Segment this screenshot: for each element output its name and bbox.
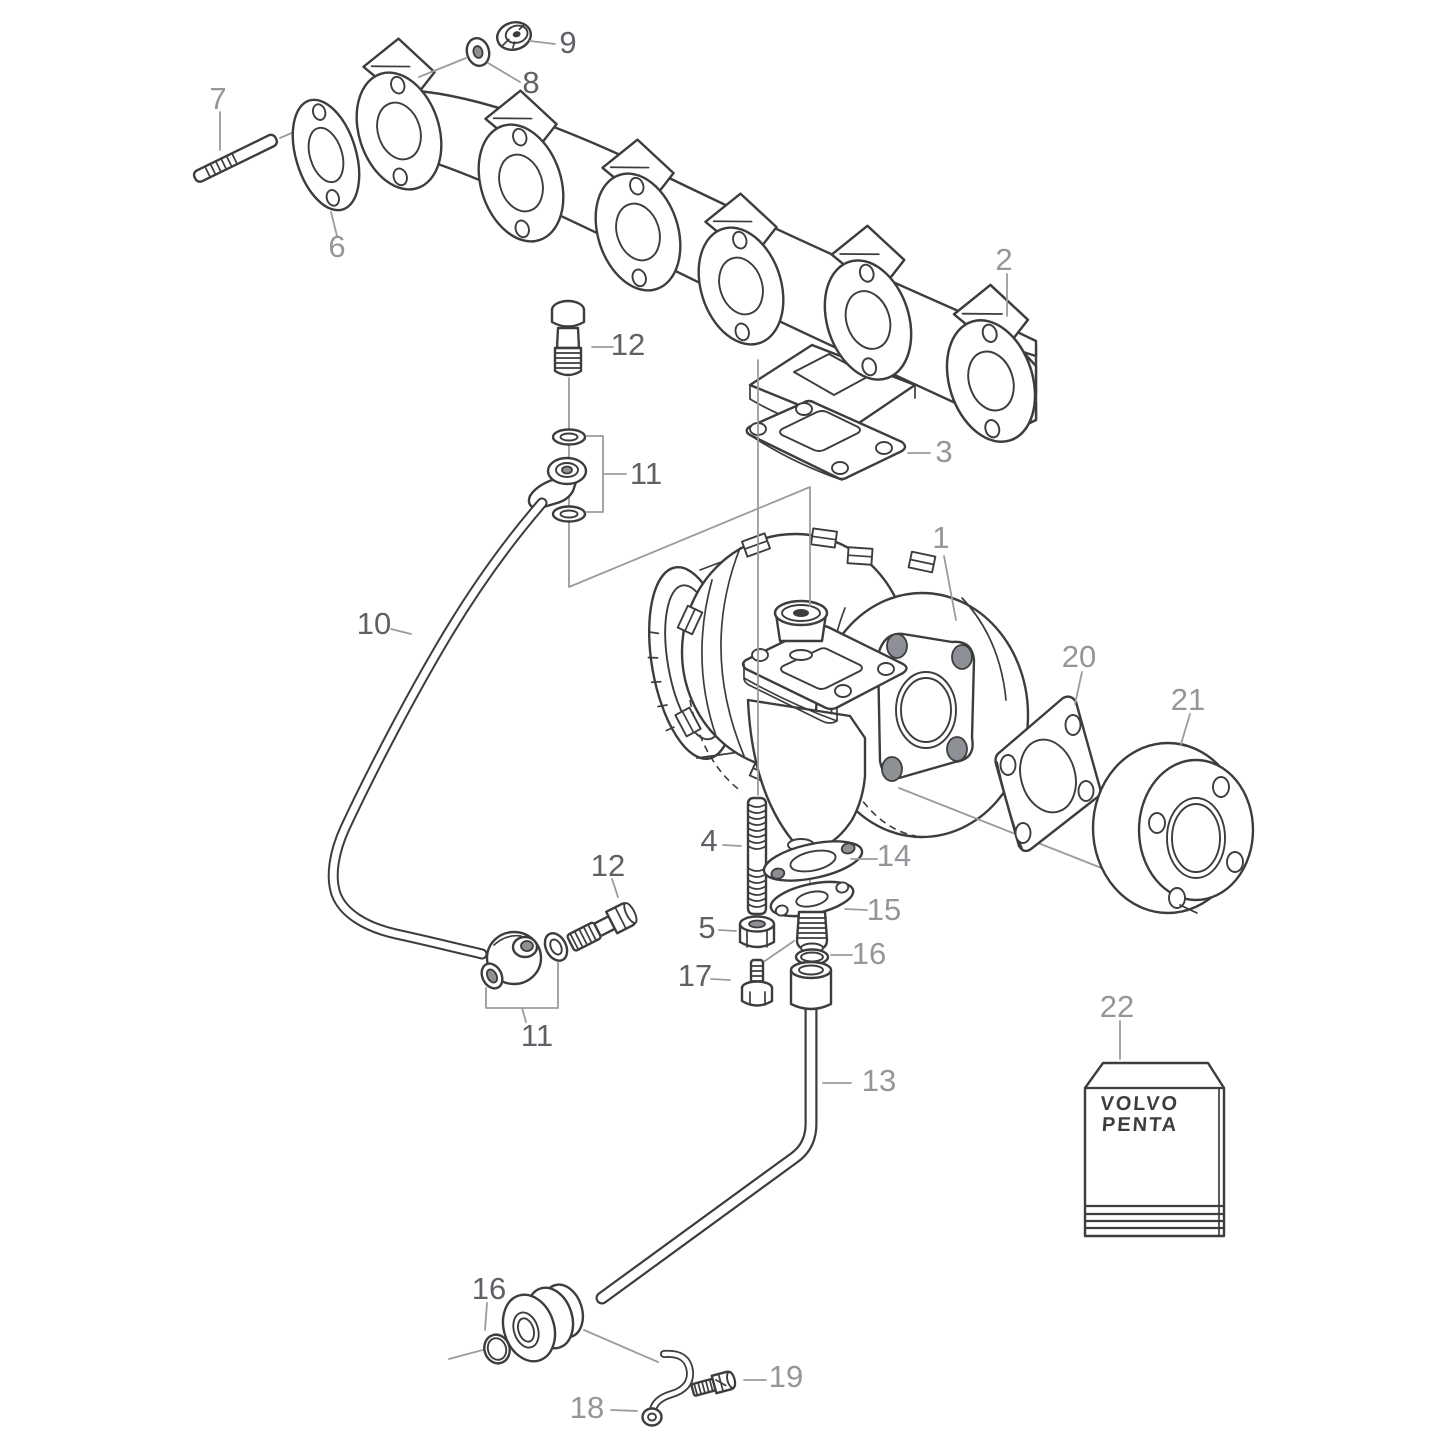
- nut: [496, 21, 532, 51]
- banjo-connector-top: [527, 428, 588, 523]
- callout-5: 5: [698, 910, 715, 945]
- banjo-washer: [551, 428, 587, 446]
- callout-17: 17: [678, 958, 712, 993]
- callout-8: 8: [522, 65, 539, 100]
- nut: [738, 915, 776, 949]
- turbocharger: [647, 527, 1030, 852]
- turbo-inlet-gasket: [745, 399, 907, 481]
- callout-16b: 16: [472, 1271, 506, 1306]
- banjo-washer: [543, 932, 569, 962]
- callout-11: 11: [630, 456, 662, 491]
- hook-clip: [641, 1349, 695, 1427]
- banjo-washer: [551, 505, 587, 523]
- pipe-union-bottom: [501, 1283, 585, 1363]
- callout-14: 14: [877, 838, 911, 873]
- bolt: [740, 958, 774, 1007]
- callout-4: 4: [700, 823, 717, 858]
- outlet-flange-ring: [1091, 741, 1255, 915]
- callout-20: 20: [1062, 639, 1096, 674]
- callout-15: 15: [867, 892, 901, 927]
- turbine-outlet-flange: [876, 632, 976, 782]
- callout-1: 1: [932, 520, 949, 555]
- callout-18: 18: [570, 1390, 604, 1425]
- banjo-bolt-top: [550, 299, 586, 377]
- oil-supply-pipe: [327, 497, 548, 960]
- turbine-inlet-flange: [741, 624, 908, 724]
- callout-12: 12: [611, 327, 645, 362]
- o-ring: [483, 1333, 511, 1365]
- stud: [192, 133, 279, 183]
- callout-10: 10: [357, 606, 391, 641]
- callout-labels: 1 2 3 4 5 6 7 8 9 10 11 11 12 12 13 14 1…: [209, 25, 1205, 1425]
- manifold-gasket: [291, 98, 361, 212]
- banjo-washer: [480, 962, 504, 990]
- callout-12b: 12: [591, 848, 625, 883]
- callout-13: 13: [862, 1063, 896, 1098]
- callout-3: 3: [935, 434, 952, 469]
- stud: [746, 796, 768, 916]
- callout-9: 9: [559, 25, 576, 60]
- brand-box-line2: PENTA: [1101, 1114, 1179, 1136]
- oil-return-pipe: [501, 960, 833, 1363]
- callout-leader-lines: [219, 40, 1191, 1412]
- o-ring: [794, 948, 830, 966]
- callout-21: 21: [1171, 682, 1205, 717]
- pipe-union-top: [789, 960, 833, 1011]
- callout-11b: 11: [521, 1018, 553, 1053]
- parts-kit-box: VOLVO PENTA: [1083, 1061, 1226, 1238]
- banjo-bolt-bottom: [566, 902, 638, 952]
- callout-22: 22: [1100, 989, 1134, 1024]
- drain-flange-gasket: [762, 840, 864, 882]
- callout-16: 16: [852, 936, 886, 971]
- oil-inlet-stub: [773, 599, 829, 661]
- brand-box-line1: VOLVO: [1100, 1093, 1180, 1115]
- callout-6: 6: [328, 229, 345, 264]
- exhaust-manifold: [332, 30, 1063, 455]
- screw: [690, 1370, 737, 1397]
- callout-2: 2: [995, 242, 1012, 277]
- callout-7: 7: [209, 81, 226, 116]
- callout-19: 19: [769, 1359, 803, 1394]
- banjo-connector-bottom: [480, 930, 569, 990]
- turbine-outlet-gasket: [994, 695, 1102, 853]
- washer: [465, 36, 491, 68]
- drain-nipple: [769, 880, 855, 954]
